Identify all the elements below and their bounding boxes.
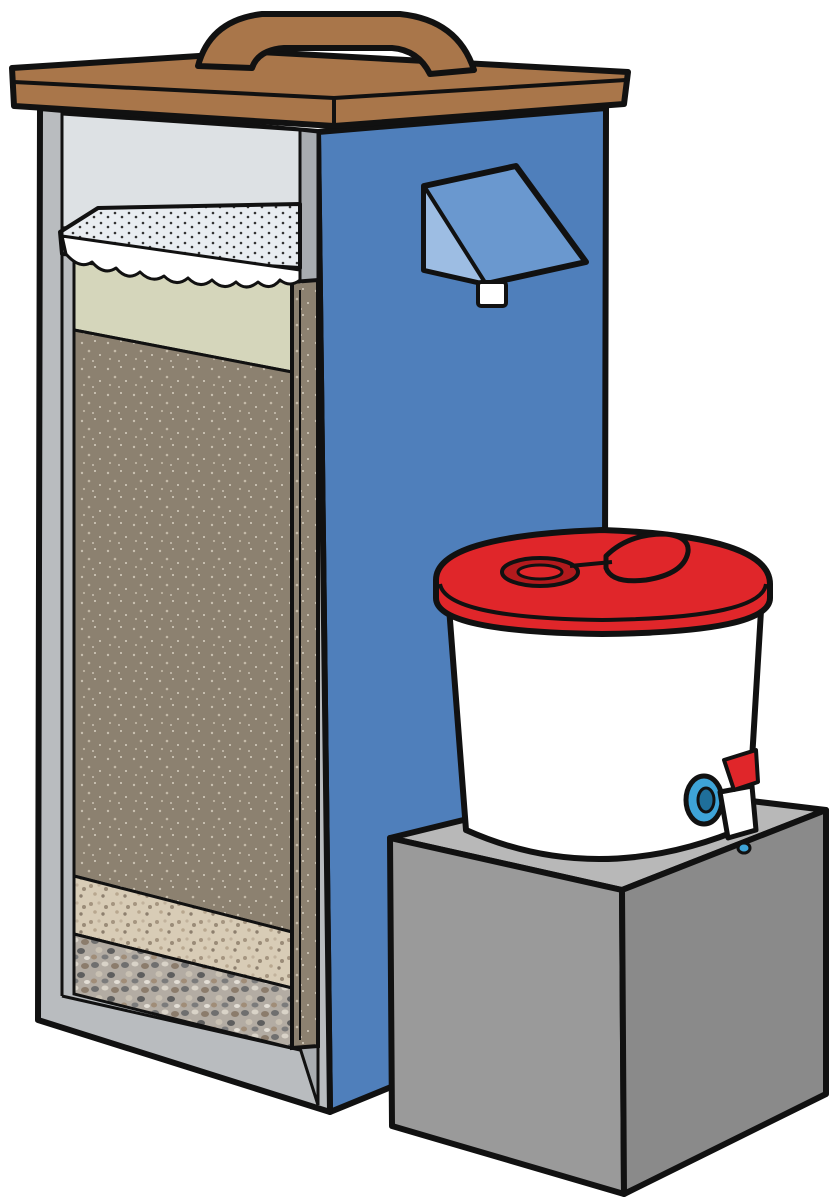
storage-bucket-icon (436, 530, 770, 859)
outlet-pipe (292, 280, 318, 1048)
fine-sand-layer (74, 330, 292, 932)
filter-lid (12, 14, 628, 126)
